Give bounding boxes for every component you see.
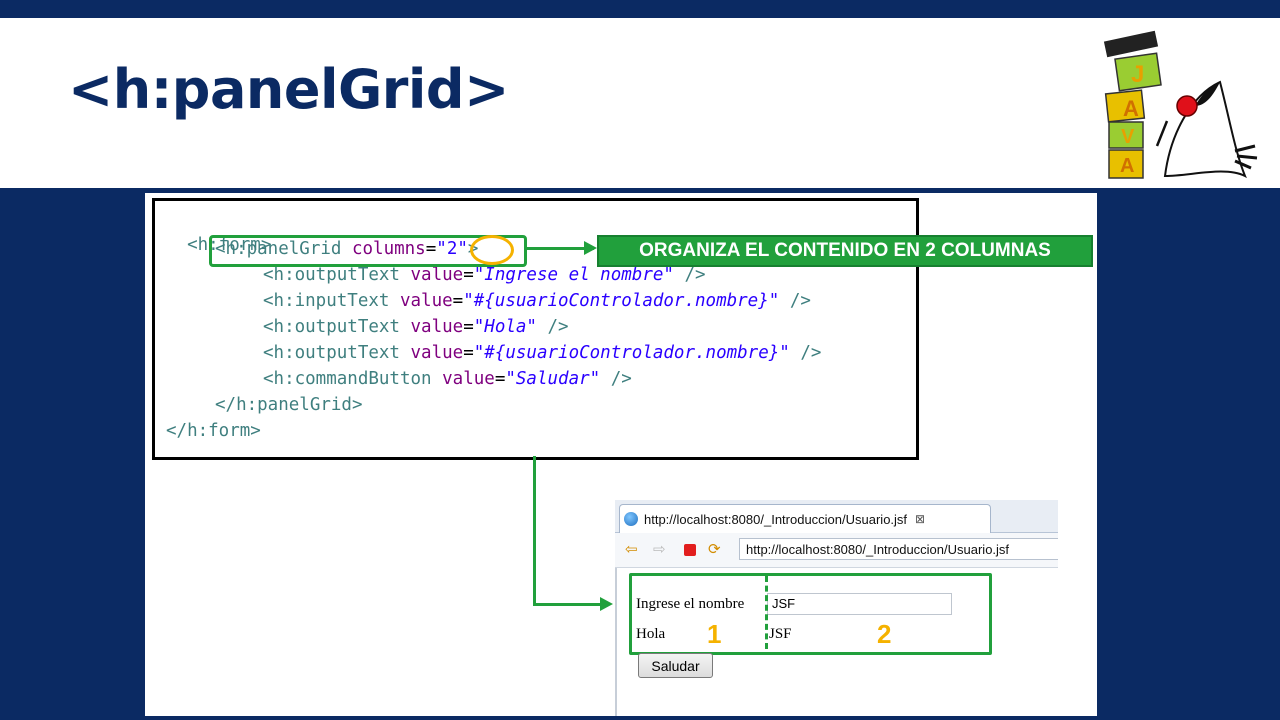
code-line-panelgrid-close: </h:panelGrid>	[215, 395, 363, 415]
mascot-letter-1: J	[1131, 61, 1144, 88]
panelgrid-output-highlight	[629, 573, 992, 655]
code-line-form-close: </h:form>	[166, 421, 261, 441]
code-line-outputtext-1: <h:outputText value="Ingrese el nombre" …	[263, 265, 706, 285]
close-tab-icon[interactable]: ⊠	[915, 512, 926, 526]
code-line-commandbutton: <h:commandButton value="Saludar" />	[263, 369, 632, 389]
browser-tab[interactable]: http://localhost:8080/_Introduccion/Usua…	[619, 504, 991, 533]
browser-window: http://localhost:8080/_Introduccion/Usua…	[615, 500, 1058, 716]
browser-left-border	[615, 568, 617, 716]
callout-arrow-line	[524, 247, 594, 250]
output-nombre: JSF	[769, 626, 792, 642]
mascot-letter-4: A	[1120, 155, 1134, 177]
browser-tab-title: http://localhost:8080/_Introduccion/Usua…	[644, 511, 908, 527]
header-band	[0, 18, 1280, 188]
mascot-letter-2: A	[1123, 96, 1139, 121]
browser-toolbar: ⇦ ⇨ ⟳ http://localhost:8080/_Introduccio…	[615, 533, 1058, 568]
columns-value-highlight	[470, 235, 514, 265]
address-bar[interactable]: http://localhost:8080/_Introduccion/Usua…	[739, 538, 1058, 560]
browser-tab-bar: http://localhost:8080/_Introduccion/Usua…	[615, 500, 1058, 533]
result-arrow-vertical	[533, 456, 536, 606]
code-line-outputtext-3: <h:outputText value="#{usuarioControlado…	[263, 343, 822, 363]
result-arrow-head-icon	[600, 597, 613, 611]
nombre-input[interactable]: JSF	[767, 593, 952, 615]
top-strip	[0, 0, 1280, 18]
forward-arrow-icon[interactable]: ⇨	[653, 541, 666, 558]
callout-label: ORGANIZA EL CONTENIDO EN 2 COLUMNAS	[597, 235, 1093, 267]
slide-title: <h:panelGrid>	[68, 58, 509, 121]
stop-icon[interactable]	[684, 544, 696, 556]
result-arrow-horizontal	[533, 603, 603, 606]
code-line-panelgrid: <h:panelGrid columns="2">	[215, 239, 479, 259]
panelgrid-highlight-box	[209, 235, 527, 267]
column-divider	[765, 576, 768, 649]
back-arrow-icon[interactable]: ⇦	[625, 541, 638, 558]
column-number-2: 2	[877, 619, 892, 649]
callout-arrow-head-icon	[584, 241, 597, 255]
code-line-outputtext-2: <h:outputText value="Hola" />	[263, 317, 569, 337]
code-line-form-open: <h:form>	[187, 235, 272, 255]
label-hola: Hola	[636, 626, 666, 642]
label-ingrese-nombre: Ingrese el nombre	[636, 596, 745, 612]
globe-icon	[624, 512, 638, 526]
java-duke-mascot-icon: J A V A	[1103, 30, 1258, 179]
mascot-letter-3: V	[1121, 126, 1135, 148]
refresh-icon[interactable]: ⟳	[708, 541, 721, 558]
saludar-button[interactable]: Saludar	[638, 653, 713, 678]
code-line-inputtext: <h:inputText value="#{usuarioControlador…	[263, 291, 811, 311]
column-number-1: 1	[707, 619, 722, 649]
